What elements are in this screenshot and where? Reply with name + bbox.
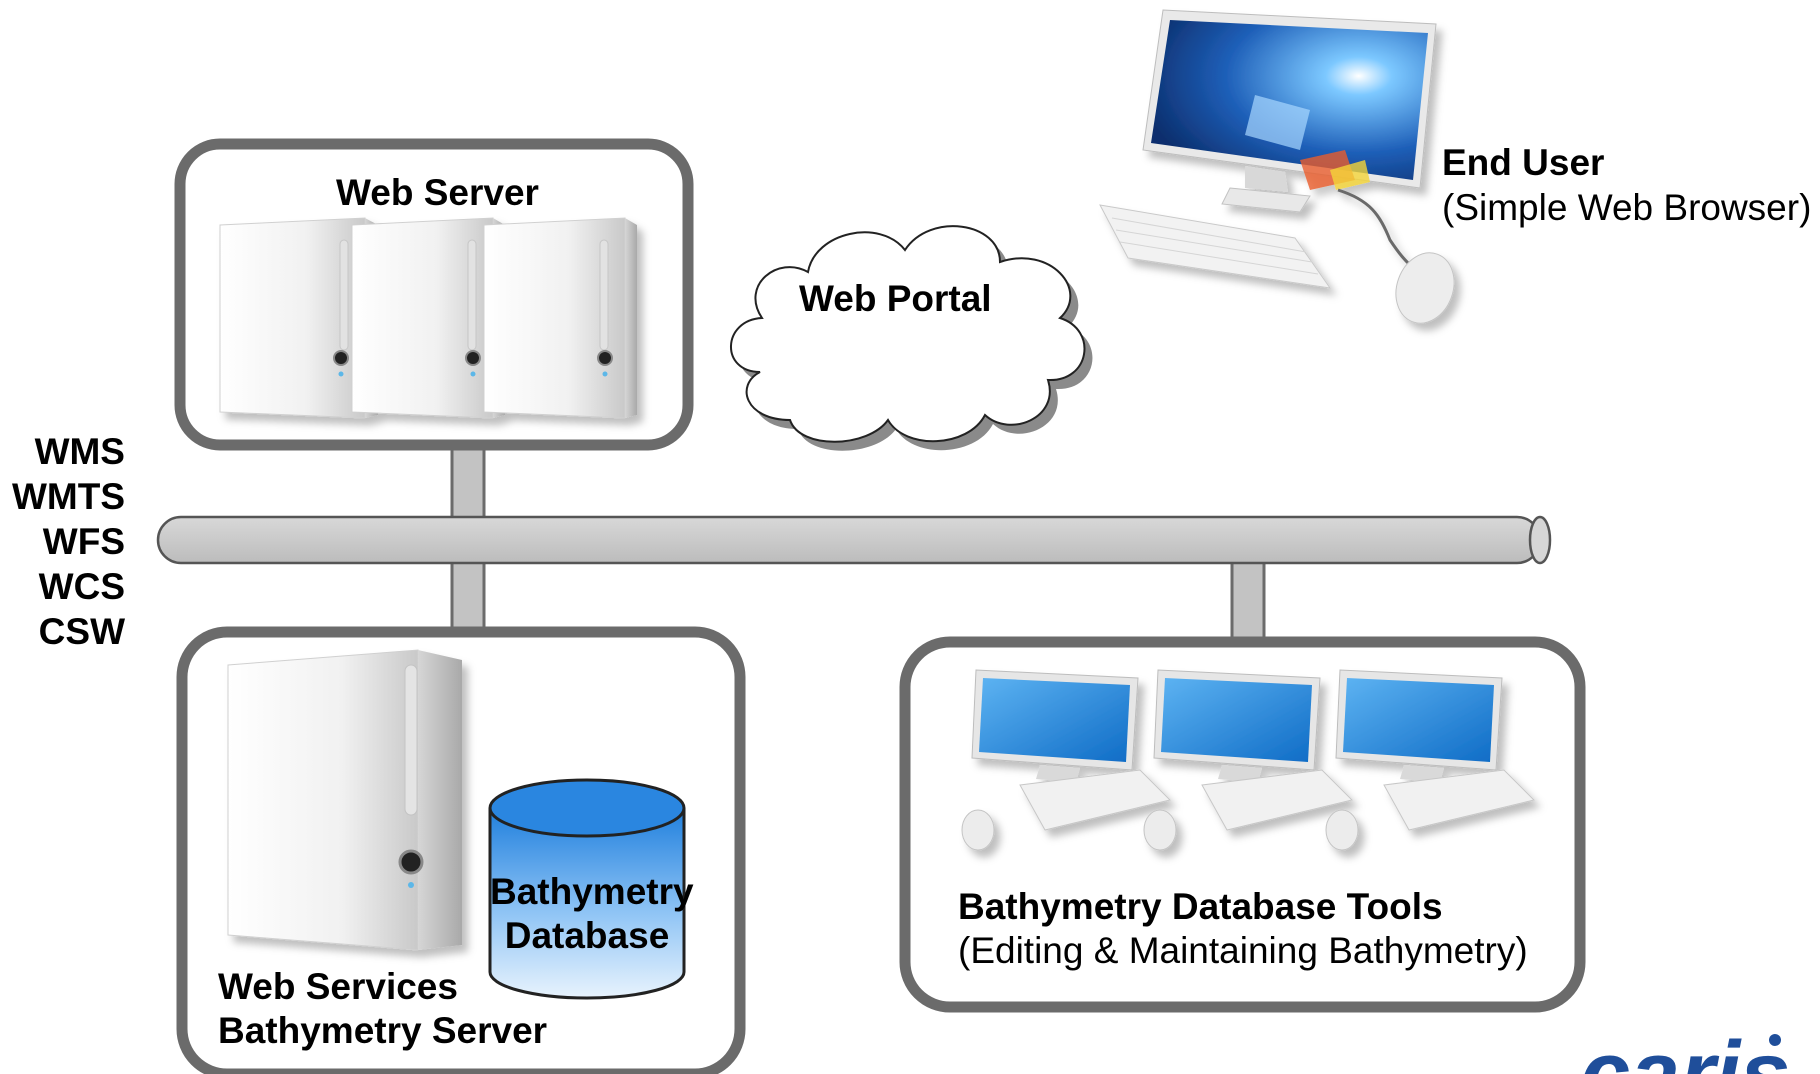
protocol-label: WFS bbox=[42, 521, 125, 562]
connector-web-server bbox=[450, 443, 486, 522]
workstation-icons bbox=[961, 669, 1535, 851]
bathymetry-server-title-line2: Bathymetry Server bbox=[218, 1010, 548, 1051]
web-server-title: Web Server bbox=[336, 172, 539, 213]
bathymetry-server-title-line1: Web Services bbox=[218, 966, 458, 1007]
end-user-subtitle: (Simple Web Browser) bbox=[1442, 187, 1812, 228]
database-tools-title: Bathymetry Database Tools bbox=[958, 886, 1443, 927]
protocol-label: WCS bbox=[38, 566, 125, 607]
caris-logo: caris bbox=[1580, 1024, 1790, 1074]
desktop-computer-icon bbox=[1099, 9, 1455, 324]
database-label-line1: Bathymetry bbox=[490, 871, 694, 912]
connector-bathymetry-server bbox=[450, 558, 486, 632]
network-bus bbox=[156, 515, 1552, 565]
protocol-label: WMS bbox=[34, 431, 125, 472]
protocol-label: CSW bbox=[38, 611, 125, 652]
server-tower-icon bbox=[219, 217, 637, 419]
connector-database-tools bbox=[1230, 558, 1266, 642]
svg-text:caris: caris bbox=[1580, 1024, 1790, 1074]
server-tower-icon bbox=[227, 649, 462, 951]
web-portal-label: Web Portal bbox=[799, 278, 992, 319]
protocol-label: WMTS bbox=[11, 476, 125, 517]
database-label-line2: Database bbox=[504, 915, 670, 956]
cloud-icon bbox=[730, 225, 1093, 451]
database-tools-subtitle: (Editing & Maintaining Bathymetry) bbox=[958, 930, 1528, 971]
database-icon bbox=[488, 778, 686, 1000]
end-user-title: End User bbox=[1442, 142, 1605, 183]
